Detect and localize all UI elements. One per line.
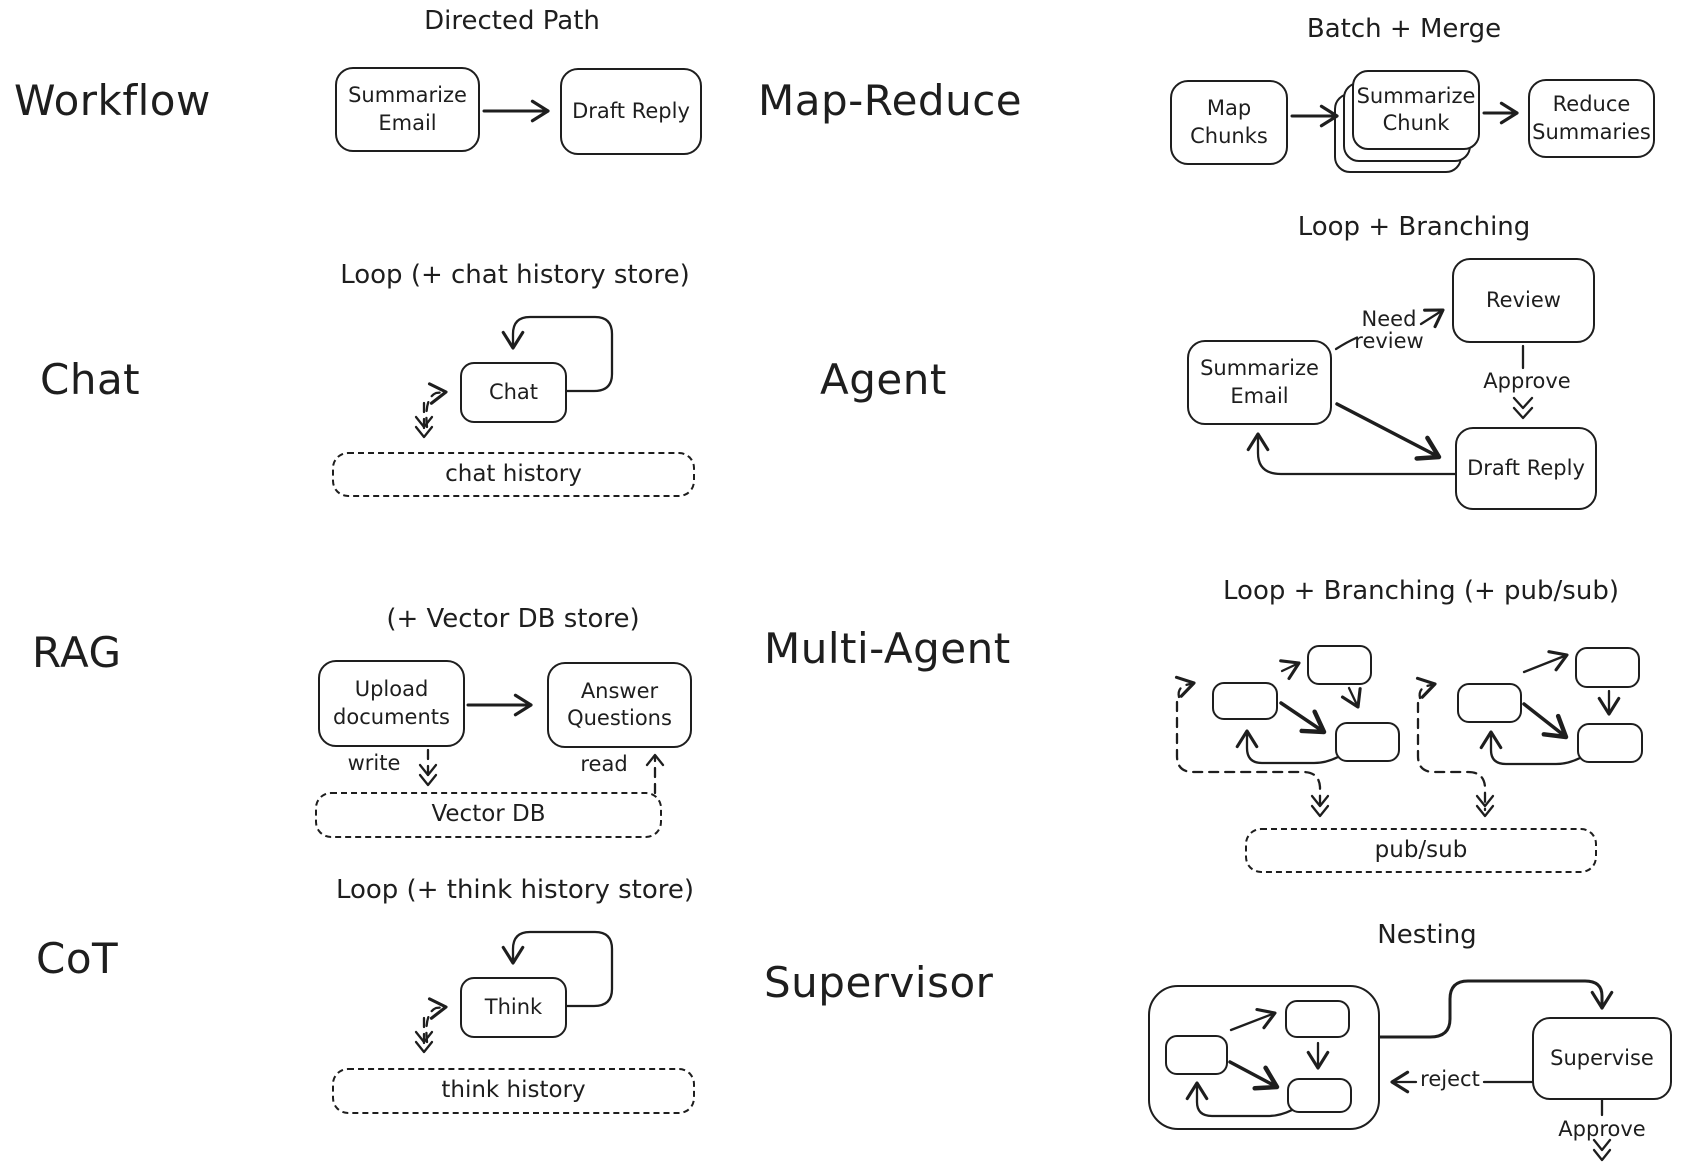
workflow-section-label: Workflow [14, 76, 211, 125]
arrow-l1-to-b1 [1279, 701, 1327, 735]
multi-agent-right-cluster-node-c [1577, 723, 1643, 763]
node-upload-documents: Upload documents [318, 660, 465, 747]
node-reduce-summaries: Reduce Summaries [1528, 79, 1655, 158]
arrow-summarize-to-draft-agent [1335, 402, 1442, 461]
store-pub-sub: pub/sub [1245, 828, 1597, 873]
store-think-history: think history [332, 1068, 695, 1114]
arrow-into-right-cluster [1415, 676, 1437, 700]
supervisor-nested-container [1148, 985, 1380, 1130]
node-summarize-email: Summarize Email [335, 67, 480, 152]
node-chat: Chat [460, 362, 567, 423]
node-supervise: Supervise [1532, 1017, 1672, 1100]
arrow-to-review [1419, 308, 1445, 329]
edge-label-approve: Approve [1483, 369, 1571, 393]
arrow-into-think [425, 997, 448, 1044]
multi-agent-left-cluster-node-b [1307, 645, 1372, 685]
arrow-t1-to-b1 [1340, 686, 1362, 709]
supervisor-inner-node-c [1287, 1078, 1352, 1113]
arrow-write-to-vector-db [418, 748, 438, 787]
supervisor-inner-node-b [1285, 1000, 1350, 1038]
arrow-l2-to-t2 [1522, 650, 1569, 674]
node-draft-reply: Draft Reply [560, 68, 702, 155]
edge-label-need-review: Need review [1354, 307, 1424, 354]
store-vector-db: Vector DB [315, 792, 662, 838]
node-map-chunks: Map Chunks [1170, 80, 1288, 165]
arrow-b2-back-to-l2 [1479, 730, 1582, 766]
node-think: Think [460, 977, 567, 1038]
node-answer-questions: Answer Questions [547, 662, 692, 748]
multi-agent-section-label: Multi-Agent [764, 624, 1011, 673]
edge-label-supervisor-approve: Approve [1558, 1117, 1646, 1141]
multi-agent-right-cluster-node-b [1575, 647, 1640, 688]
arrow-into-left-cluster [1174, 675, 1196, 699]
node-agent-summarize-email: Summarize Email [1187, 340, 1332, 425]
edge-label-read: read [580, 752, 628, 776]
arrow-b1-back-to-l1 [1235, 729, 1340, 765]
cot-title: Loop (+ think history store) [335, 875, 695, 905]
node-agent-draft-reply: Draft Reply [1455, 427, 1597, 510]
arrow-l2-to-b2 [1522, 702, 1569, 740]
agent-section-label: Agent [820, 355, 947, 404]
edge-label-write: write [347, 751, 401, 775]
edge-label-reject: reject [1416, 1068, 1484, 1090]
workflow-title: Directed Path [424, 6, 600, 36]
agent-title: Loop + Branching [1297, 212, 1531, 242]
multi-agent-right-cluster-node-a [1457, 683, 1522, 723]
arrow-chat-to-history [414, 401, 434, 439]
arrow-think-to-history [414, 1016, 434, 1054]
supervisor-section-label: Supervisor [764, 958, 994, 1007]
rag-title: (+ Vector DB store) [386, 604, 640, 634]
supervisor-title: Nesting [1377, 920, 1477, 950]
multi-agent-title: Loop + Branching (+ pub/sub) [1223, 576, 1619, 606]
arrow-l1-to-t1 [1279, 659, 1301, 681]
arrow-need-review-leader [1334, 336, 1358, 351]
cot-section-label: CoT [36, 934, 119, 983]
multi-agent-left-cluster-node-a [1212, 682, 1278, 720]
map-reduce-section-label: Map-Reduce [758, 76, 1023, 125]
supervisor-inner-node-a [1165, 1035, 1228, 1075]
rag-section-label: RAG [32, 628, 122, 677]
node-review: Review [1452, 258, 1595, 343]
arrow-into-chat [425, 382, 448, 429]
arrow-read-from-vector-db [645, 753, 665, 795]
arrow-draft-back-to-summarize [1246, 432, 1457, 476]
chat-title: Loop (+ chat history store) [340, 260, 690, 290]
multi-agent-left-cluster-node-c [1335, 722, 1400, 762]
store-chat-history: chat history [332, 452, 695, 497]
map-reduce-title: Batch + Merge [1306, 14, 1502, 44]
node-summarize-chunk: Summarize Chunk [1352, 70, 1480, 150]
chat-section-label: Chat [40, 355, 141, 404]
